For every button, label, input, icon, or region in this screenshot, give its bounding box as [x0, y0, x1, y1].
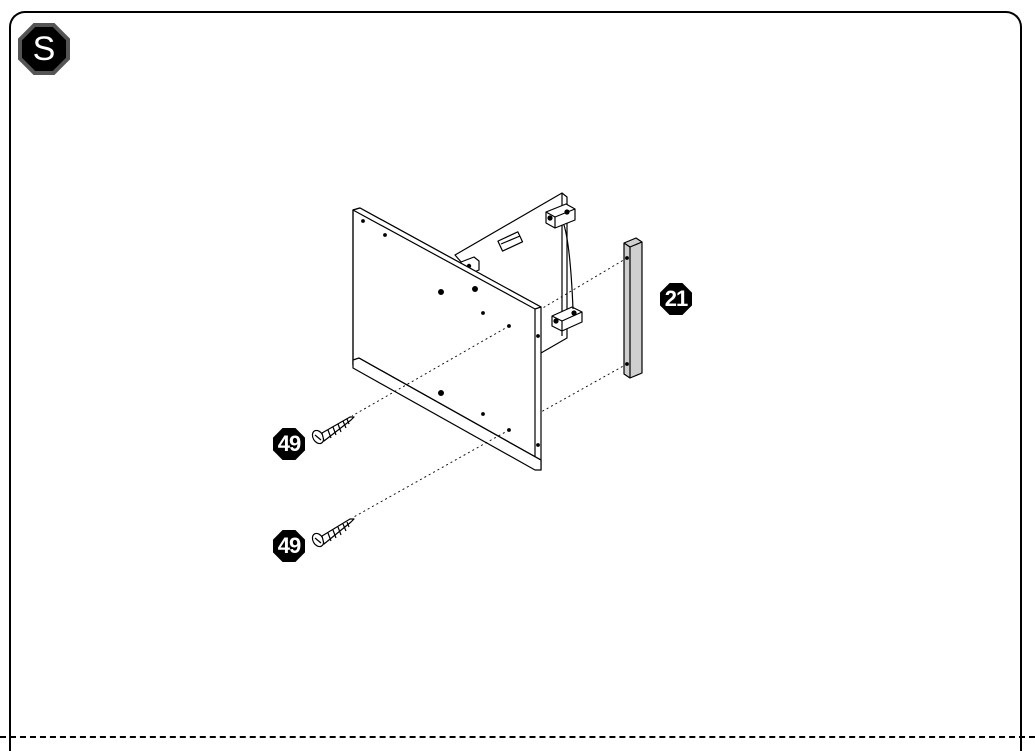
bracket-bottom — [551, 306, 583, 332]
screw-49-top — [311, 416, 355, 445]
page-frame — [9, 11, 1022, 751]
screw-49-bottom — [311, 518, 355, 548]
part-badge-21: 21 — [660, 283, 692, 315]
front-panel — [352, 207, 542, 471]
bracket-top — [545, 203, 576, 229]
part-badge-49: 49 — [273, 428, 305, 460]
step-badge: S — [18, 23, 70, 75]
guide-lines — [351, 257, 628, 519]
handle-clip — [497, 231, 524, 252]
rail-part-21 — [623, 237, 643, 379]
part-badge-49: 49 — [273, 530, 305, 562]
cut-line — [0, 736, 1035, 738]
step-letter: S — [22, 27, 66, 71]
connector-wire — [563, 224, 574, 310]
